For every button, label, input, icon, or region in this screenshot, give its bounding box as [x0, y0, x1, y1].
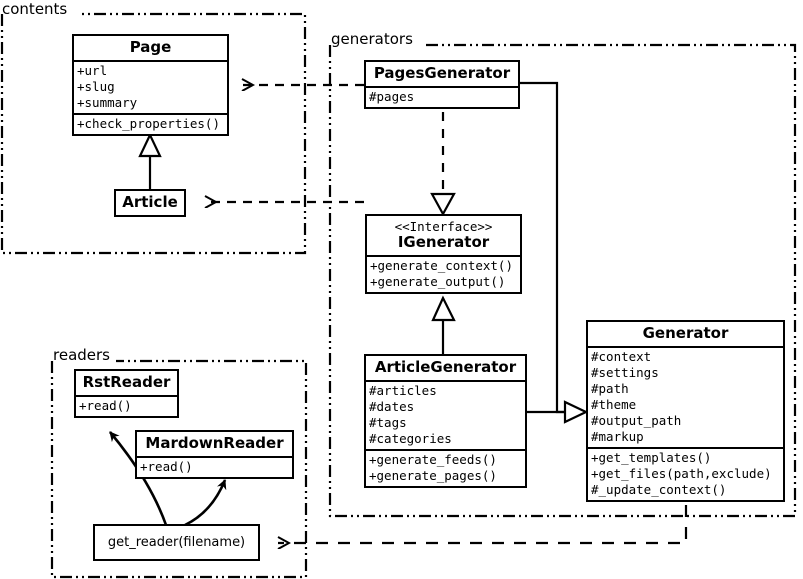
connector-getreader-to-mardownreader	[184, 479, 227, 527]
class-title-article: Article	[122, 193, 178, 211]
class-attributes-generator: #context #settings #path #theme #output_…	[588, 346, 783, 447]
class-attributes-article-generator: #articles #dates #tags #categories	[366, 380, 525, 449]
class-title-pages-generator: PagesGenerator	[373, 64, 511, 82]
class-box-rst-reader[interactable]: RstReader +read()	[74, 369, 179, 418]
class-box-igenerator[interactable]: <<Interface>> IGenerator +generate_conte…	[365, 214, 522, 294]
function-label-get-reader: get_reader(filename)	[107, 535, 246, 550]
package-label-generators: generators	[331, 30, 413, 48]
package-frame-generators	[328, 43, 797, 518]
class-title-generator: Generator	[642, 324, 729, 342]
connector-getreader-to-rstreader	[109, 431, 168, 526]
package-frame-readers	[50, 359, 308, 579]
class-methods-generator: +get_templates() +get_files(path,exclude…	[588, 447, 783, 500]
attribute: +summary	[77, 95, 138, 110]
class-title-rst-reader: RstReader	[82, 373, 171, 391]
connector-pagesgenerator-to-igenerator	[430, 112, 456, 217]
attribute: #context	[591, 349, 652, 364]
class-title-page: Page	[129, 38, 172, 56]
method: +generate_output()	[370, 274, 506, 289]
connector-article-to-page	[138, 132, 162, 189]
attribute: +slug	[77, 79, 115, 94]
class-stereotype-igenerator: <<Interface>>	[394, 219, 493, 234]
class-methods-article-generator: +generate_feeds() +generate_pages()	[366, 449, 525, 486]
class-title-article-generator: ArticleGenerator	[374, 358, 517, 376]
method: +get_files(path,exclude)	[591, 466, 772, 481]
method: +get_templates()	[591, 450, 712, 465]
attribute: #settings	[591, 365, 659, 380]
package-label-contents: contents	[2, 0, 68, 18]
class-title-igenerator: IGenerator	[397, 233, 490, 251]
class-box-article-generator[interactable]: ArticleGenerator #articles #dates #tags …	[364, 354, 527, 488]
attribute: #dates	[369, 399, 415, 414]
package-frame-contents	[0, 12, 307, 255]
attribute: #path	[591, 381, 629, 396]
class-methods-mardown-reader: +read()	[137, 456, 292, 477]
class-box-article[interactable]: Article	[114, 189, 186, 217]
attribute: #markup	[591, 429, 644, 444]
attribute: +url	[77, 63, 108, 78]
method: +check_properties()	[77, 116, 220, 131]
class-title-mardown-reader: MardownReader	[145, 434, 284, 452]
method: #_update_context()	[591, 482, 727, 497]
method: +generate_context()	[370, 258, 513, 273]
method: +generate_feeds()	[369, 452, 497, 467]
class-attributes-pages-generator: #pages	[366, 86, 518, 107]
connector-generator-to-getreader	[278, 505, 688, 543]
connector-articlegenerator-to-generator	[527, 400, 589, 424]
attribute: #output_path	[591, 413, 682, 428]
class-box-page[interactable]: Page +url +slug +summary +check_properti…	[72, 34, 229, 136]
class-methods-page: +check_properties()	[74, 113, 227, 134]
package-label-readers: readers	[53, 346, 110, 364]
class-box-generator[interactable]: Generator #context #settings #path #them…	[586, 320, 785, 502]
class-box-pages-generator[interactable]: PagesGenerator #pages	[364, 60, 520, 109]
connector-articlegenerator-to-igenerator	[431, 295, 456, 355]
class-methods-rst-reader: +read()	[76, 395, 177, 416]
method: +read()	[140, 459, 193, 474]
attribute: #articles	[369, 383, 437, 398]
attribute: #theme	[591, 397, 637, 412]
attribute: #tags	[369, 415, 407, 430]
function-box-get-reader[interactable]: get_reader(filename)	[93, 524, 260, 561]
attribute: #pages	[369, 89, 415, 104]
class-box-mardown-reader[interactable]: MardownReader +read()	[135, 430, 294, 479]
attribute: #categories	[369, 431, 452, 446]
class-attributes-page: +url +slug +summary	[74, 60, 227, 113]
method: +generate_pages()	[369, 468, 497, 483]
class-methods-igenerator: +generate_context() +generate_output()	[367, 255, 520, 292]
method: +read()	[79, 398, 132, 413]
